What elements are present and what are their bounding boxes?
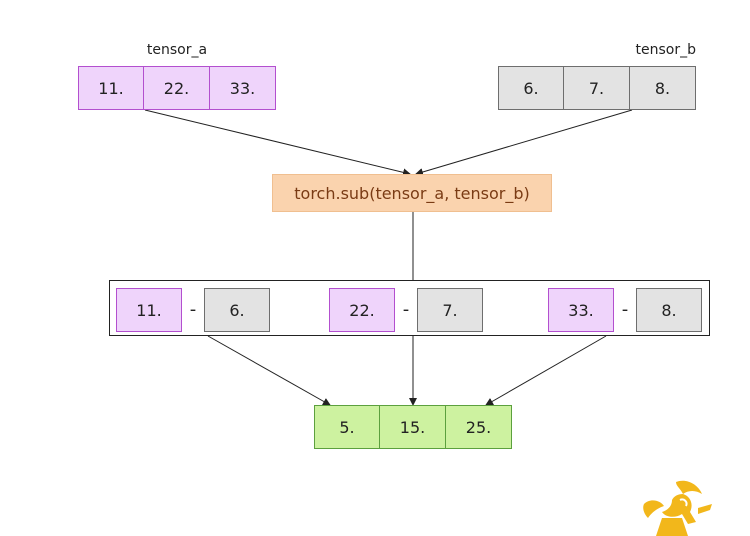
pair-3-a-cell: 33. [548, 288, 614, 332]
arrow-b-to-op [415, 109, 633, 176]
pair-1-b-cell: 6. [204, 288, 270, 332]
tensor-b-cell: 6. [498, 66, 564, 110]
tensor-a-cell: 33. [210, 66, 276, 110]
tensor-b-cell: 8. [630, 66, 696, 110]
pair-3-minus: - [621, 299, 629, 320]
arrow-a-to-op [144, 109, 411, 177]
tensor-a-row: 11. 22. 33. [78, 66, 276, 110]
pair-1-minus: - [189, 299, 197, 320]
operation-box: torch.sub(tensor_a, tensor_b) [272, 174, 552, 212]
result-row: 5. 15. 25. [314, 405, 512, 449]
pair-2-a-cell: 22. [329, 288, 395, 332]
pair-2-minus: - [402, 299, 410, 320]
pair-1-a-cell: 11. [116, 288, 182, 332]
tensor-a-cell: 22. [144, 66, 210, 110]
pair-3-b-cell: 8. [636, 288, 702, 332]
tensor-b-label: tensor_b [635, 42, 696, 58]
pairwise-frame [109, 280, 710, 336]
tensor-a-cell: 11. [78, 66, 144, 110]
result-cell: 5. [314, 405, 380, 449]
result-cell: 25. [446, 405, 512, 449]
tensor-b-cell: 7. [564, 66, 630, 110]
pointing-figure-logo-icon [643, 480, 712, 536]
pair-2-b-cell: 7. [417, 288, 483, 332]
arrow-pair3-to-result [485, 335, 607, 406]
result-cell: 15. [380, 405, 446, 449]
tensor-a-label: tensor_a [146, 42, 208, 58]
arrow-pair1-to-result [207, 335, 331, 406]
tensor-b-row: 6. 7. 8. [498, 66, 696, 110]
